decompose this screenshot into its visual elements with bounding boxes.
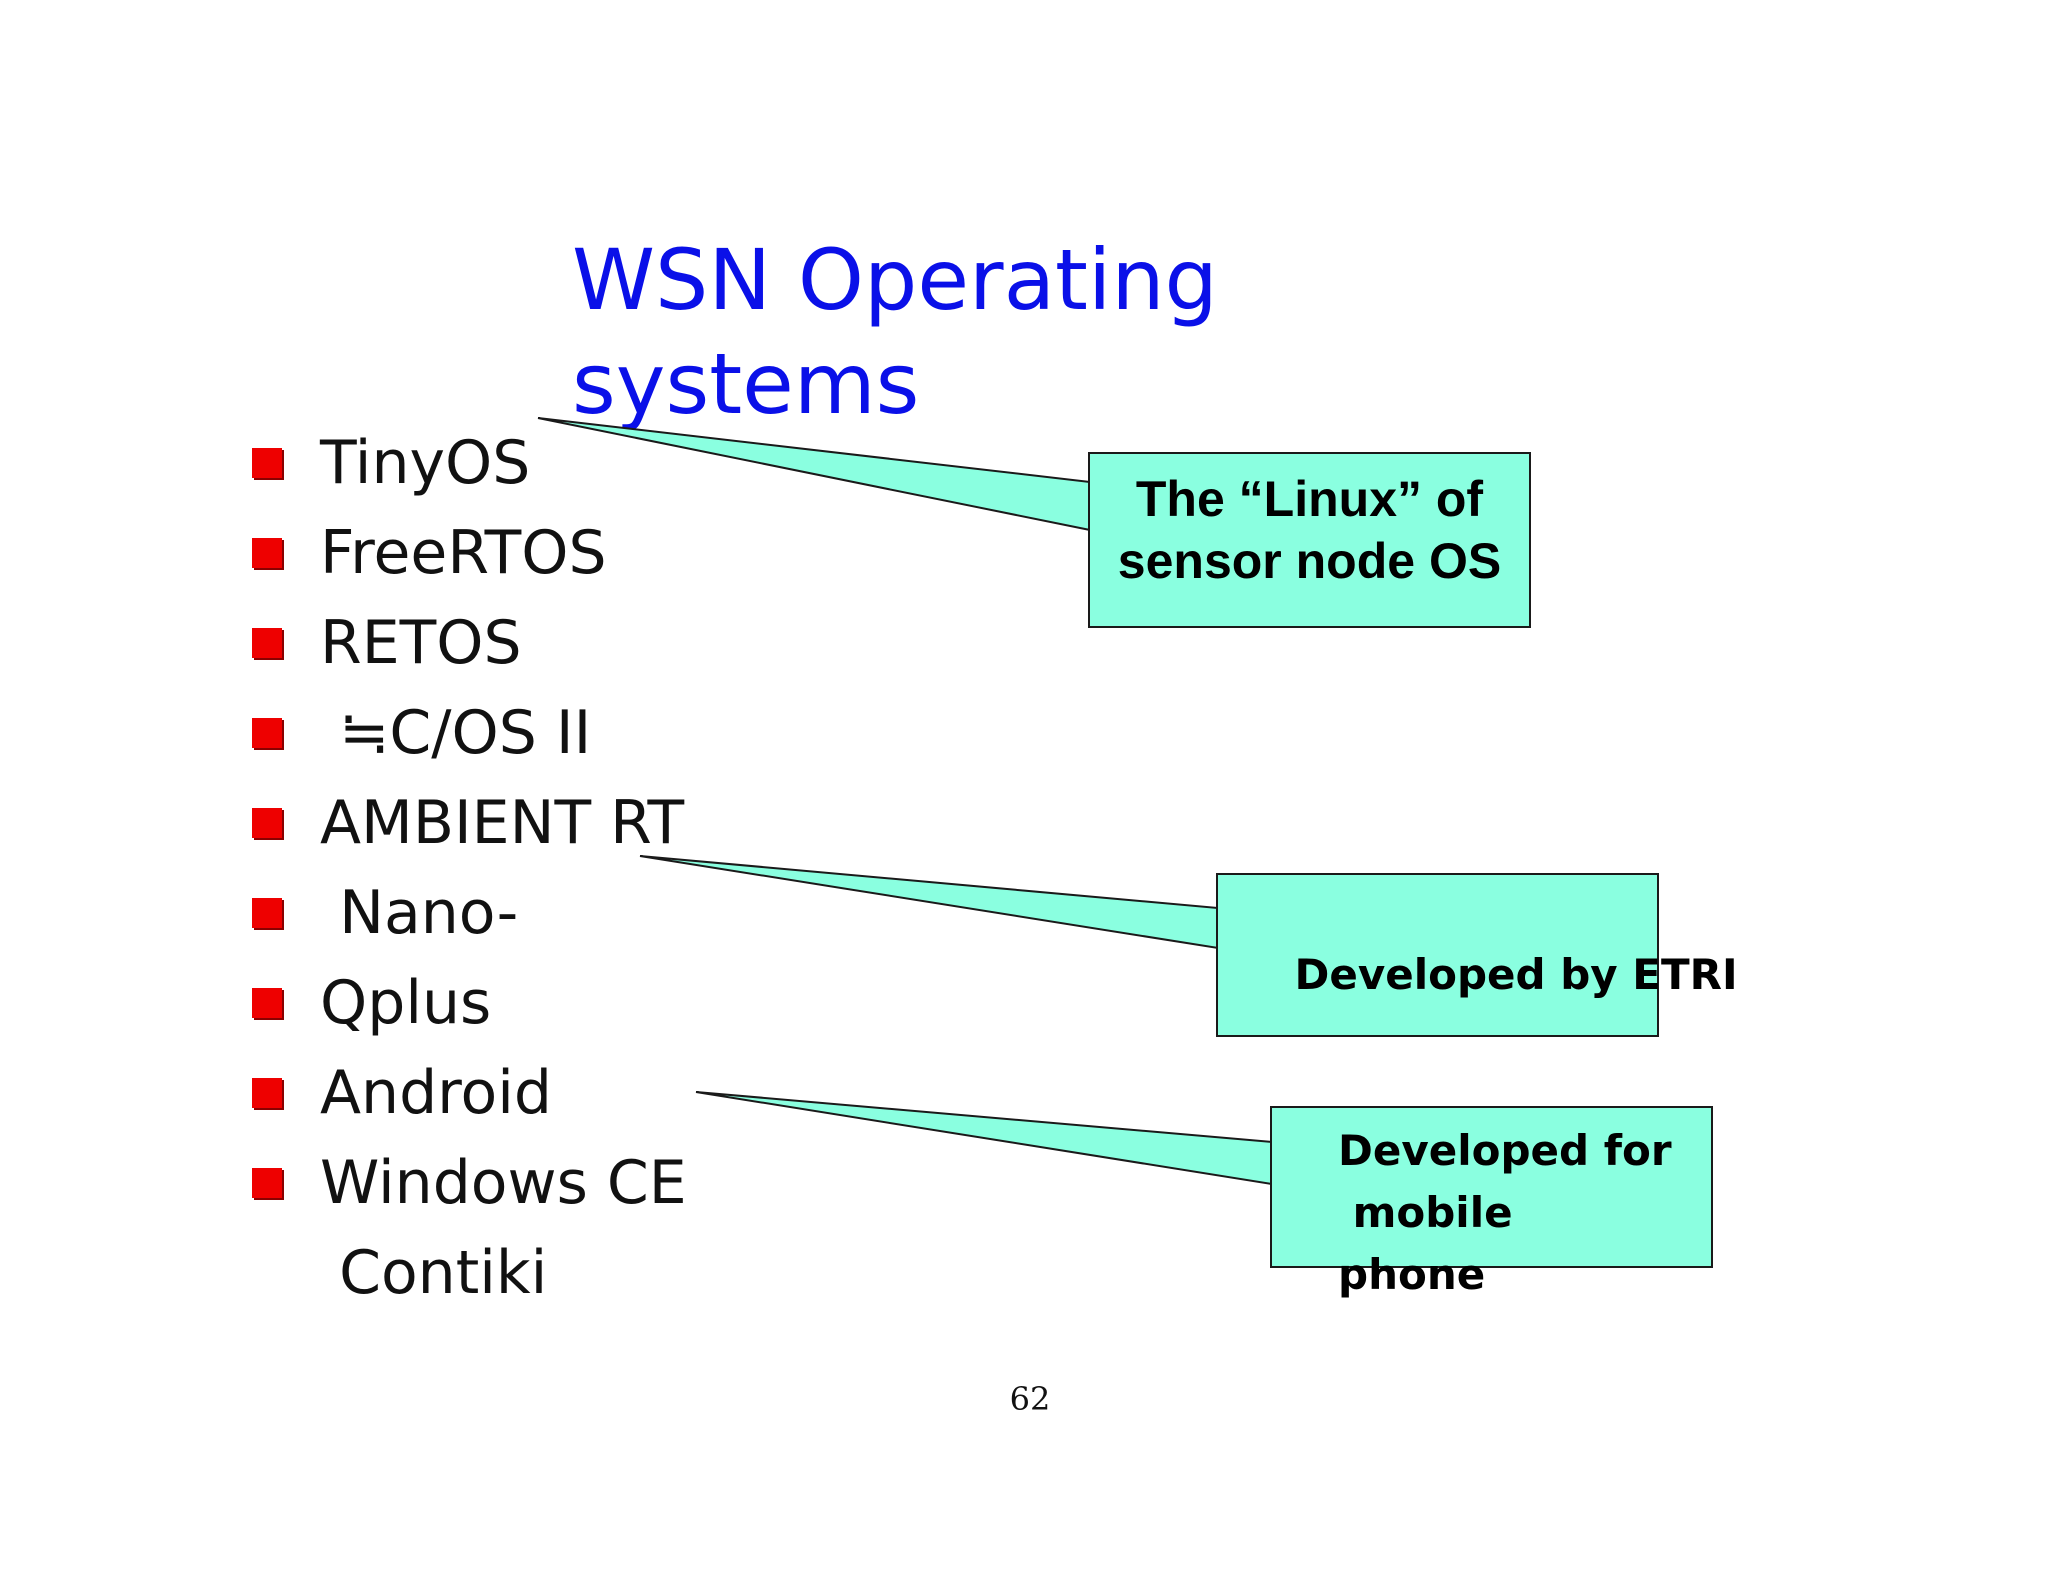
os-list: TinyOS FreeRTOS RETOS ≒C/OS II AMBIENT R… bbox=[252, 418, 687, 1318]
callout-linux-line-1: The “Linux” of bbox=[1135, 471, 1484, 527]
bullet-square-icon bbox=[252, 898, 282, 928]
callout-mobile-line-2: mobile bbox=[1338, 1188, 1513, 1237]
list-item: Contiki bbox=[252, 1228, 687, 1318]
callout-linux: The “Linux” of sensor node OS bbox=[1088, 452, 1531, 628]
list-item: FreeRTOS bbox=[252, 508, 687, 598]
list-item: TinyOS bbox=[252, 418, 687, 508]
callout-mobile: Developed for mobile phone bbox=[1270, 1106, 1713, 1299]
list-item: Android bbox=[252, 1048, 687, 1138]
list-item-label: Qplus bbox=[320, 968, 492, 1038]
callout-pointer-etri bbox=[639, 855, 1219, 950]
bullet-square-icon bbox=[252, 448, 282, 478]
bullet-square-icon bbox=[252, 808, 282, 838]
page-number: 62 bbox=[1009, 1380, 1051, 1418]
callout-mobile-line-1: Developed for bbox=[1338, 1126, 1672, 1175]
bullet-square-icon bbox=[252, 1168, 282, 1198]
bullet-empty-marker bbox=[252, 1258, 282, 1288]
slide-title-line-1: WSN Operating bbox=[572, 231, 1218, 329]
bullet-square-icon bbox=[252, 538, 282, 568]
list-item: Windows CE bbox=[252, 1138, 687, 1228]
list-item: Qplus bbox=[252, 958, 687, 1048]
callout-mobile-line-3: phone bbox=[1338, 1250, 1486, 1299]
list-item-label: FreeRTOS bbox=[320, 518, 607, 588]
list-item-label: AMBIENT RT bbox=[320, 788, 685, 858]
list-item: ≒C/OS II bbox=[252, 688, 687, 778]
list-item: Nano- bbox=[252, 868, 687, 958]
list-item-label: Contiki bbox=[320, 1238, 548, 1308]
slide-title-line-2: systems bbox=[572, 335, 920, 433]
callout-linux-line-2: sensor node OS bbox=[1117, 533, 1502, 589]
callout-pointer-mobile bbox=[695, 1091, 1273, 1186]
list-item-label: Nano- bbox=[320, 878, 519, 948]
list-item-label: RETOS bbox=[320, 608, 522, 678]
bullet-square-icon bbox=[252, 628, 282, 658]
list-item: AMBIENT RT bbox=[252, 778, 687, 868]
list-item-label: TinyOS bbox=[320, 428, 531, 498]
list-item-label: ≒C/OS II bbox=[320, 698, 592, 768]
callout-etri: Developed by ETRI bbox=[1216, 873, 1738, 1037]
slide-title: WSN Operating systems bbox=[572, 228, 1272, 436]
bullet-square-icon bbox=[252, 988, 282, 1018]
bullet-square-icon bbox=[252, 1078, 282, 1108]
list-item-label: Windows CE bbox=[320, 1148, 687, 1218]
list-item: RETOS bbox=[252, 598, 687, 688]
callout-etri-text: Developed by ETRI bbox=[1294, 950, 1738, 999]
list-item-label: Android bbox=[320, 1058, 552, 1128]
bullet-square-icon bbox=[252, 718, 282, 748]
